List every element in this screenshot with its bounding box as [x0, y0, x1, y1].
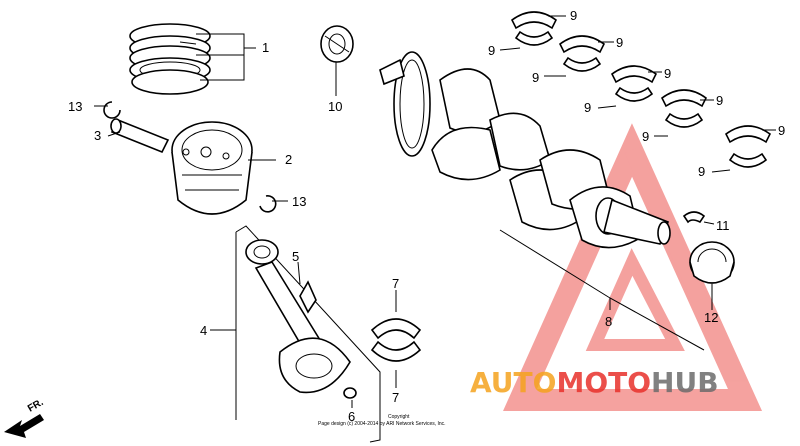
callout-9: 9: [488, 43, 495, 58]
callout-9: 9: [616, 35, 623, 50]
connecting-rod-assembly: [235, 225, 381, 443]
callout-9: 9: [642, 129, 649, 144]
callout-11: 11: [716, 218, 730, 233]
piston-rings-part: [129, 23, 211, 95]
watermark-text: AUTOMOTOHUB: [470, 366, 719, 399]
callout-9: 9: [698, 164, 705, 179]
callout-13a: 13: [68, 99, 82, 114]
callout-10: 10: [328, 99, 342, 114]
pin-clip-part: [103, 101, 277, 213]
callout-3: 3: [94, 128, 101, 143]
crank-bearing-part: [689, 241, 735, 284]
piston-part: [171, 121, 253, 215]
sprocket-part: [320, 25, 354, 63]
copyright-line1: Copyright: [388, 414, 410, 420]
callout-8: 8: [605, 314, 612, 329]
callout-1: 1: [262, 40, 269, 55]
callout-5: 5: [292, 249, 299, 264]
callout-9: 9: [664, 66, 671, 81]
crankshaft-part: [379, 51, 671, 249]
callout-12: 12: [704, 310, 718, 325]
callout-6: 6: [348, 409, 355, 424]
callout-9: 9: [778, 123, 785, 138]
watermark-part3: HUB: [651, 366, 719, 399]
callout-9: 9: [570, 8, 577, 23]
callout-13b: 13: [292, 194, 306, 209]
callout-9: 9: [532, 70, 539, 85]
callout-9: 9: [584, 100, 591, 115]
callout-7a: 7: [392, 276, 399, 291]
watermark-part2: MOTO: [556, 366, 651, 399]
callout-9: 9: [716, 93, 723, 108]
callout-7b: 7: [392, 390, 399, 405]
piston-pin-part: [110, 118, 170, 154]
callout-4: 4: [200, 323, 207, 338]
front-arrow-icon: [4, 414, 44, 438]
key-part: [682, 211, 706, 224]
front-label: FR.: [26, 397, 46, 415]
callout-2: 2: [285, 152, 292, 167]
rod-bearing-part: [370, 318, 422, 362]
copyright-line2: Page design (c) 2004-2014 by ARI Network…: [318, 421, 446, 427]
watermark-part1: AUTO: [470, 366, 556, 399]
main-bearing-set: [510, 11, 772, 168]
